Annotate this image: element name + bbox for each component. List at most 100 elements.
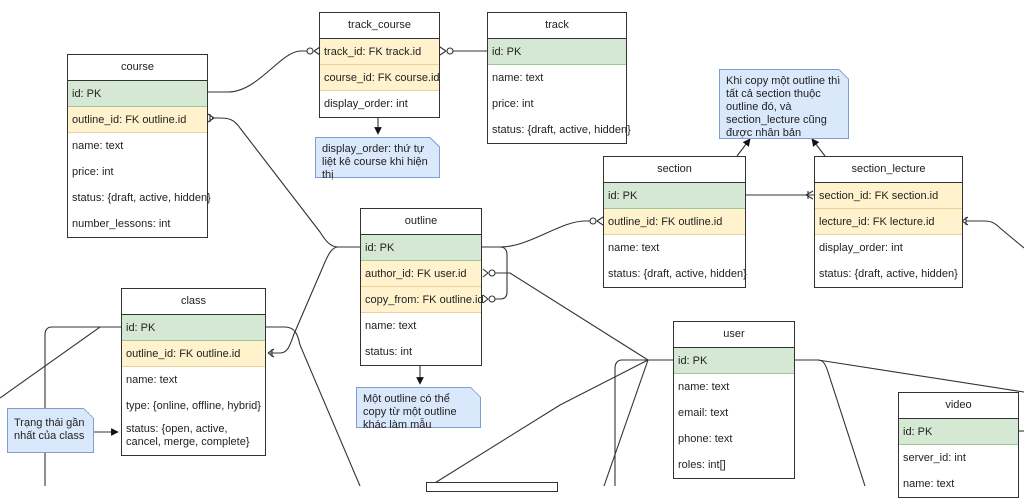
field-row[interactable]: roles: int[] [678,459,726,471]
note-text: Trạng thái gần nhất của class [14,417,85,442]
entity-title: section [604,157,745,183]
field-row[interactable]: number_lessons: int [72,218,171,230]
entity-title: video [899,393,1018,419]
field-row[interactable]: display_order: int [819,242,903,254]
edge-outline-course [212,117,360,248]
field-row[interactable]: copy_from: FK outline.id [361,287,484,313]
field-row[interactable]: price: int [492,98,534,110]
note-text: display_order: thứ tự liệt kê course khi… [322,143,428,181]
field-row[interactable]: name: text [365,320,417,332]
entity-section[interactable]: section id: PK outline_id: FK outline.id… [603,156,747,288]
field-row[interactable]: name: text [126,374,178,386]
note-fold-icon [430,137,440,147]
crowfoot-optional-marker [306,47,314,55]
entity-track[interactable]: track id: PK name: text price: int statu… [487,12,631,144]
field-row[interactable]: name: text [72,140,124,152]
edge-user-right-2 [817,359,866,486]
entity-title: track_course [320,13,439,39]
edge-outline-class [270,246,360,354]
edge-class-left-2 [44,326,100,486]
field-row[interactable]: name: text [492,72,544,84]
note-arrow [811,138,826,157]
entity-user[interactable]: user id: PK name: text email: text phone… [673,321,795,479]
field-row[interactable]: id: PK [604,183,745,209]
crowfoot-many-marker [482,294,489,304]
crowfoot-many-marker [439,46,447,56]
edge-user-outline [494,272,674,361]
edge-user-right-1 [794,359,1024,393]
entity-title: course [68,55,207,81]
edge-user-left-3 [614,359,648,486]
field-row[interactable]: price: int [72,166,114,178]
field-row[interactable]: id: PK [68,81,207,107]
crowfoot-many-marker [961,216,969,226]
field-row[interactable]: status: {draft, active, hidden} [72,192,211,204]
field-row[interactable]: id: PK [122,315,265,341]
field-row[interactable]: section_id: FK section.id [815,183,962,209]
note-fold-icon [839,69,849,79]
field-row[interactable]: status: {draft, active, hidden} [608,268,747,280]
field-row[interactable]: track_id: FK track.id [320,39,439,65]
field-row[interactable]: name: text [903,478,955,490]
field-row[interactable]: course_id: FK course.id [320,65,440,91]
field-row[interactable]: lecture_id: FK lecture.id [815,209,962,235]
crowfoot-optional-marker [488,269,496,277]
note-outline-copy: Một outline có thể copy từ một outline k… [356,387,481,431]
entity-title: section_lecture [815,157,962,183]
field-row[interactable]: author_id: FK user.id [361,261,481,287]
edge-user-left-1 [429,359,649,486]
field-row[interactable]: display_order: int [324,98,408,110]
edge-outline-section [482,220,594,248]
edge-class-left-1 [0,326,122,399]
field-row[interactable]: phone: text [678,433,733,445]
relationship-lines [0,46,1024,486]
edge-course-trackcourse [208,50,311,93]
note-arrow [736,138,751,157]
crowfoot-many-marker [267,348,275,358]
entity-section-lecture[interactable]: section_lecture section_id: FK section.i… [814,156,963,288]
crowfoot-many-marker [805,190,814,200]
field-row[interactable]: outline_id: FK outline.id [122,341,265,367]
entity-video[interactable]: video id: PK server_id: int name: text [898,392,1019,498]
edge-class-id [266,326,361,486]
field-row[interactable]: type: {online, offline, hybrid} [126,400,261,412]
entity-title: class [122,289,265,315]
crowfoot-many-marker [482,268,489,278]
entity-partial-bottom[interactable] [426,482,558,492]
crowfoot-optional-marker [488,295,496,303]
entity-title: track [488,13,626,39]
note-text: Khi copy một outline thì tất cả section … [726,75,841,139]
entity-class[interactable]: class id: PK outline_id: FK outline.id n… [121,288,266,456]
note-display-order: display_order: thứ tự liệt kê course khi… [315,137,440,181]
field-row[interactable]: id: PK [674,348,794,374]
note-text: Một outline có thể copy từ một outline k… [363,393,457,431]
crowfoot-optional-marker [446,47,454,55]
entity-outline[interactable]: outline id: PK author_id: FK user.id cop… [360,208,484,366]
field-row[interactable]: id: PK [488,39,626,65]
entity-course[interactable]: course id: PK outline_id: FK outline.id … [67,54,211,238]
field-row[interactable]: name: text [608,242,660,254]
field-row[interactable]: status: int [365,346,413,358]
note-class-status: Trạng thái gần nhất của class [7,408,94,453]
field-row[interactable]: outline_id: FK outline.id [604,209,745,235]
field-row[interactable]: status: {draft, active, hidden} [819,268,958,280]
field-row[interactable]: name: text [678,381,730,393]
field-row[interactable]: id: PK [361,235,481,261]
crowfoot-optional-marker [589,217,597,225]
crowfoot-many-marker [596,216,604,226]
crowfoot-many-marker [207,113,215,123]
edge-lecture-sectionlecture [966,220,1024,249]
field-row[interactable]: status: {open, active, cancel, merge, co… [126,423,250,448]
note-fold-icon [471,387,481,397]
field-row[interactable]: server_id: int [903,452,966,464]
entity-track-course[interactable]: track_course track_id: FK track.id cours… [319,12,440,118]
field-row[interactable]: email: text [678,407,729,419]
entity-title: outline [361,209,481,235]
note-copy-outline: Khi copy một outline thì tất cả section … [719,69,849,139]
note-fold-icon [84,408,94,418]
field-row[interactable]: status: {draft, active, hidden} [492,124,631,136]
field-row[interactable]: outline_id: FK outline.id [68,107,207,133]
entity-title: user [674,322,794,348]
edge-user-left-2 [603,359,649,486]
field-row[interactable]: id: PK [899,419,1018,445]
